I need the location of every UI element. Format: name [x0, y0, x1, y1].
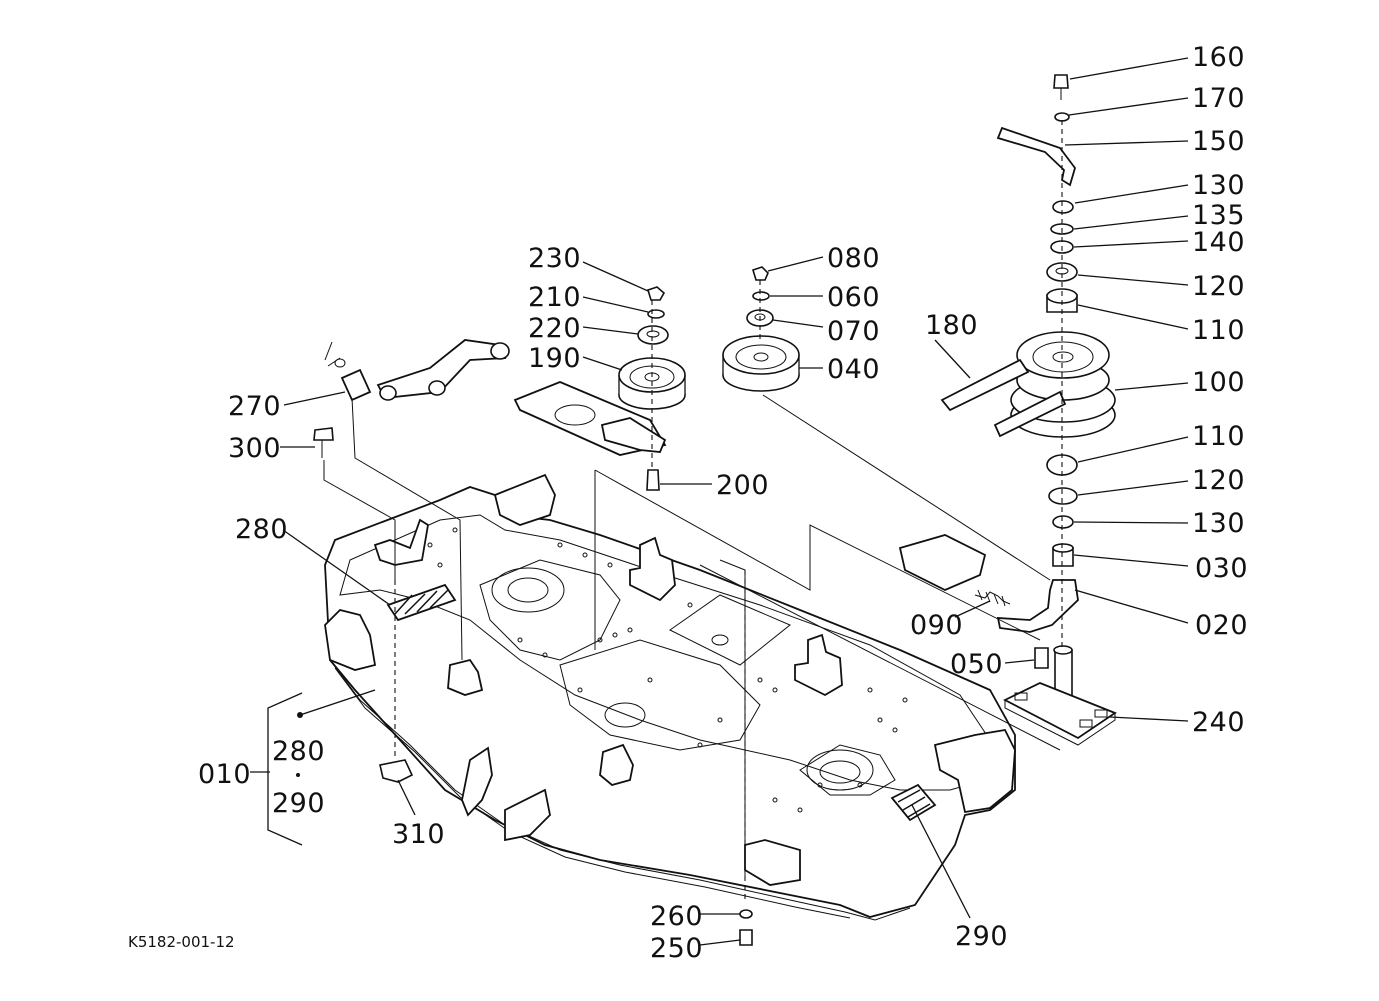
callout-labels: 160 170 150 130 135 140 120 110 100 180 …	[128, 42, 1248, 964]
grommet-310	[379, 759, 414, 783]
callout-135: 135	[1192, 200, 1245, 231]
callout-300: 300	[228, 433, 281, 464]
callout-110-lower: 110	[1192, 421, 1245, 452]
callout-080: 080	[827, 243, 880, 274]
callout-040: 040	[827, 354, 880, 385]
callout-250: 250	[650, 933, 703, 964]
callout-180: 180	[925, 310, 978, 341]
diagram-code: K5182-001-12	[128, 933, 235, 951]
bolt-300	[313, 427, 334, 441]
callout-060: 060	[827, 282, 880, 313]
bracket-270	[340, 368, 372, 402]
right-spindle-group	[898, 74, 1117, 746]
deck-holes	[427, 527, 908, 813]
callout-120-lower: 120	[1192, 465, 1245, 496]
tension-arm-020	[996, 579, 1079, 633]
callout-160: 160	[1192, 42, 1245, 73]
left-linkage-group	[313, 339, 510, 661]
callout-010: 010	[198, 759, 251, 790]
callout-030: 030	[1195, 553, 1248, 584]
callout-260: 260	[650, 901, 703, 932]
washer-170	[1054, 112, 1070, 122]
callout-270: 270	[228, 391, 281, 422]
callout-170: 170	[1192, 83, 1245, 114]
callout-220: 220	[528, 313, 581, 344]
bearing-120-lower	[1048, 487, 1078, 505]
bolt-160	[1053, 74, 1069, 89]
callout-200: 200	[716, 470, 769, 501]
belt-guide-180	[940, 358, 1030, 412]
bearing-120	[1046, 262, 1078, 282]
callout-290-bottom: 290	[955, 921, 1008, 952]
callout-240: 240	[1192, 707, 1245, 738]
idler-bracket	[898, 534, 987, 591]
callout-310: 310	[392, 819, 445, 850]
callout-090: 090	[910, 610, 963, 641]
circlip-130-lower	[1052, 515, 1074, 529]
callout-050: 050	[950, 649, 1003, 680]
callout-130-lower: 130	[1192, 508, 1245, 539]
callout-230: 230	[528, 243, 581, 274]
pulley-040	[722, 335, 800, 392]
callout-020: 020	[1195, 610, 1248, 641]
washer-260	[739, 909, 753, 919]
bolt-200	[646, 469, 660, 491]
belt-routing-lines	[394, 469, 1061, 900]
callout-150: 150	[1192, 126, 1245, 157]
left-idler-pulley-group	[513, 286, 686, 491]
bolt-250	[739, 929, 753, 946]
bracket-150	[996, 126, 1076, 187]
callout-280-top: 280	[235, 514, 288, 545]
callout-280-group: 280	[272, 736, 325, 767]
nut-230	[647, 286, 666, 301]
callout-190: 190	[528, 343, 581, 374]
bolt-050	[1034, 647, 1049, 669]
circlip-130	[1052, 200, 1074, 214]
mower-deck-housing	[324, 473, 1016, 921]
center-pulley-group	[722, 266, 1051, 581]
bottom-fasteners	[379, 759, 753, 946]
reference-dot-separator	[296, 773, 300, 777]
callout-100: 100	[1192, 367, 1245, 398]
washer-060	[752, 291, 770, 301]
nut-080	[752, 266, 769, 281]
bearing-220	[637, 325, 669, 345]
callout-290-group: 290	[272, 788, 325, 819]
callout-130-top: 130	[1192, 170, 1245, 201]
washer-210	[647, 309, 665, 319]
reference-dot-280	[297, 712, 303, 718]
callout-120-top: 120	[1192, 271, 1245, 302]
leader-lines	[250, 57, 1189, 946]
callout-140: 140	[1192, 227, 1245, 258]
callout-210: 210	[528, 282, 581, 313]
callout-110-top: 110	[1192, 315, 1245, 346]
callout-070: 070	[827, 316, 880, 347]
